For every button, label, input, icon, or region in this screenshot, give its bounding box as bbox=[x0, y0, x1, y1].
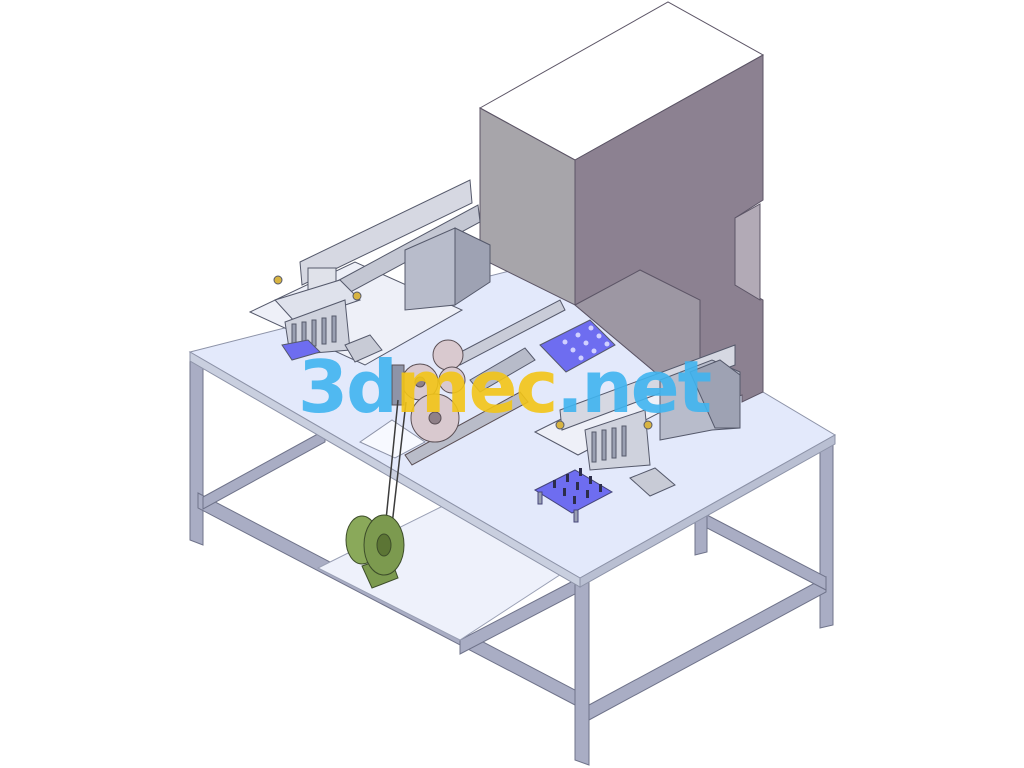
conveyor-module-right bbox=[533, 344, 741, 497]
wire bbox=[385, 399, 407, 526]
gear-assembly-icon bbox=[391, 339, 529, 466]
front-pin-plate bbox=[533, 468, 614, 523]
press-machine-icon bbox=[478, 1, 765, 412]
wire-reel-icon bbox=[345, 514, 405, 589]
conveyor-module-left bbox=[248, 179, 491, 366]
center-plate bbox=[454, 299, 616, 393]
